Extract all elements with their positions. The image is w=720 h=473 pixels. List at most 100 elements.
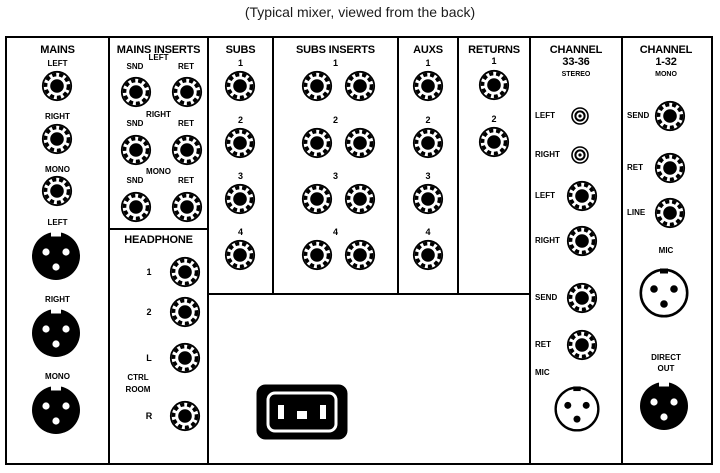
jack-label: 1 <box>332 58 338 68</box>
jack-label: SND <box>126 119 144 128</box>
quarter-inch-jack-icon <box>171 76 203 108</box>
jack-label: SEND <box>627 111 650 120</box>
ctrl-room-label: CTRL <box>127 373 149 382</box>
mic-label: MIC <box>535 368 550 377</box>
jack-label: 2 <box>425 115 431 125</box>
headphone-header: HEADPHONE <box>124 234 193 246</box>
jack-label: 3 <box>237 171 243 181</box>
channel-33-36-header: CHANNEL <box>549 44 603 56</box>
quarter-inch-jack-icon <box>224 127 256 159</box>
divider-line <box>207 38 209 463</box>
jack-label: 1 <box>237 58 243 68</box>
jack-label: 4 <box>237 227 243 237</box>
divider-line <box>272 38 274 295</box>
jack-label: 1 <box>491 56 497 66</box>
subs-header: SUBS <box>225 44 256 56</box>
subs-inserts-header: SUBS INSERTS <box>296 44 375 56</box>
quarter-inch-jack-icon <box>301 70 333 102</box>
jack-label: RIGHT <box>535 150 560 159</box>
xlr-male-connector-icon <box>31 231 81 281</box>
channel-mode-label: MONO <box>655 71 677 78</box>
jack-label: L <box>146 353 152 363</box>
quarter-inch-jack-icon <box>654 197 686 229</box>
quarter-inch-jack-icon <box>41 70 73 102</box>
jack-label: R <box>145 411 153 421</box>
diagram-title: (Typical mixer, viewed from the back) <box>244 4 476 20</box>
mic-label: MIC <box>658 246 674 255</box>
jack-label: 2 <box>146 307 152 317</box>
quarter-inch-jack-icon <box>169 256 201 288</box>
quarter-inch-jack-icon <box>412 127 444 159</box>
jack-label: LEFT <box>535 191 555 200</box>
quarter-inch-jack-icon <box>566 225 598 257</box>
rca-jack-icon <box>571 146 589 164</box>
mains-header: MAINS <box>40 44 75 56</box>
channel-mode-label: STEREO <box>561 71 591 78</box>
quarter-inch-jack-icon <box>224 239 256 271</box>
jack-label: SND <box>126 176 144 185</box>
quarter-inch-jack-icon <box>41 175 73 207</box>
jack-label: MONO <box>45 165 70 174</box>
xlr-male-connector-icon <box>31 308 81 358</box>
quarter-inch-jack-icon <box>478 126 510 158</box>
quarter-inch-jack-icon <box>169 296 201 328</box>
quarter-inch-jack-icon <box>566 282 598 314</box>
xlr-female-connector-icon <box>639 268 689 318</box>
quarter-inch-jack-icon <box>171 134 203 166</box>
jack-label: 4 <box>425 227 431 237</box>
panel-outline: MAINS LEFT RIGHT MONO LEFT RIGHT MONO MA… <box>5 36 713 465</box>
quarter-inch-jack-icon <box>344 239 376 271</box>
quarter-inch-jack-icon <box>478 69 510 101</box>
jack-label: RIGHT <box>535 236 560 245</box>
xlr-male-connector-icon <box>639 381 689 431</box>
quarter-inch-jack-icon <box>344 70 376 102</box>
auxs-header: AUXS <box>413 44 443 56</box>
quarter-inch-jack-icon <box>654 152 686 184</box>
jack-label: RIGHT <box>45 112 70 121</box>
divider-line <box>108 38 110 463</box>
quarter-inch-jack-icon <box>412 70 444 102</box>
jack-label: 2 <box>332 115 338 125</box>
quarter-inch-jack-icon <box>301 239 333 271</box>
jack-label: LEFT <box>535 111 555 120</box>
quarter-inch-jack-icon <box>120 134 152 166</box>
jack-label: 3 <box>332 171 338 181</box>
quarter-inch-jack-icon <box>41 123 73 155</box>
direct-out-label: OUT <box>657 364 675 373</box>
jack-label: RET <box>627 163 643 172</box>
channel-1-32-range: 1-32 <box>655 56 677 68</box>
divider-line <box>397 38 399 295</box>
jack-label: RET <box>178 176 194 185</box>
divider-line <box>529 38 531 463</box>
direct-out-label: DIRECT <box>651 353 681 362</box>
quarter-inch-jack-icon <box>412 239 444 271</box>
jack-label: RIGHT <box>45 295 70 304</box>
rca-jack-icon <box>571 107 589 125</box>
jack-label: RET <box>178 62 194 71</box>
jack-label: SND <box>126 62 144 71</box>
quarter-inch-jack-icon <box>412 183 444 215</box>
divider-line <box>108 228 207 230</box>
jack-group-label: MONO <box>146 167 171 176</box>
jack-label: 1 <box>146 267 152 277</box>
quarter-inch-jack-icon <box>301 127 333 159</box>
jack-group-label: RIGHT <box>146 110 171 119</box>
divider-line <box>621 38 623 463</box>
jack-label: RET <box>535 340 551 349</box>
jack-label: 2 <box>491 114 497 124</box>
quarter-inch-jack-icon <box>654 100 686 132</box>
quarter-inch-jack-icon <box>344 183 376 215</box>
quarter-inch-jack-icon <box>344 127 376 159</box>
quarter-inch-jack-icon <box>224 70 256 102</box>
quarter-inch-jack-icon <box>120 191 152 223</box>
divider-line <box>457 38 459 295</box>
quarter-inch-jack-icon <box>169 400 201 432</box>
jack-label: 2 <box>237 115 243 125</box>
quarter-inch-jack-icon <box>301 183 333 215</box>
jack-label: 4 <box>332 227 338 237</box>
quarter-inch-jack-icon <box>120 76 152 108</box>
quarter-inch-jack-icon <box>224 183 256 215</box>
quarter-inch-jack-icon <box>566 180 598 212</box>
divider-line <box>207 293 531 295</box>
